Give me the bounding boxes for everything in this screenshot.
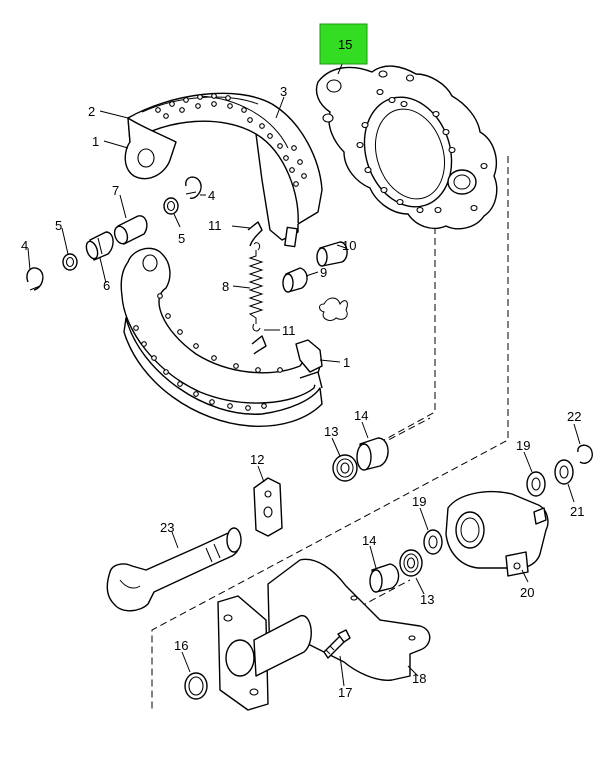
washer-part-19-right[interactable] xyxy=(526,471,546,497)
seal-ring[interactable] xyxy=(319,297,348,321)
callout-22[interactable]: 22 xyxy=(567,409,581,424)
callout-1-top[interactable]: 1 xyxy=(92,134,99,149)
callout-17[interactable]: 17 xyxy=(338,685,352,700)
spring-clip-part-11-top[interactable] xyxy=(247,221,263,247)
callout-19-mid[interactable]: 19 xyxy=(412,494,426,509)
callout-15[interactable]: 15 xyxy=(338,37,352,52)
lining-rivets-lower xyxy=(133,293,283,411)
slack-adjuster-part-20[interactable] xyxy=(445,491,549,577)
brake-shoe-lower[interactable] xyxy=(120,247,323,427)
plate-part-12[interactable] xyxy=(253,477,283,537)
washer-part-21[interactable] xyxy=(554,459,574,485)
callout-6[interactable]: 6 xyxy=(103,278,110,293)
callout-labels: 15 2 3 1 7 4 5 5 4 6 11 10 8 9 11 1 14 1… xyxy=(21,37,584,700)
bushing-part-10[interactable] xyxy=(316,241,348,267)
callout-13-bottom[interactable]: 13 xyxy=(420,592,434,607)
leader-lines xyxy=(27,56,581,687)
seal-part-14-lower[interactable] xyxy=(369,563,400,593)
spring-clip-part-11-bottom[interactable] xyxy=(251,335,267,355)
callout-14-bottom[interactable]: 14 xyxy=(362,533,376,548)
return-spring-part-8[interactable] xyxy=(248,242,264,332)
callout-11-bottom[interactable]: 11 xyxy=(282,323,296,338)
brake-shoe-upper[interactable] xyxy=(124,92,323,248)
callout-5-left[interactable]: 5 xyxy=(55,218,62,233)
callout-21[interactable]: 21 xyxy=(570,504,584,519)
callout-20[interactable]: 20 xyxy=(520,585,534,600)
callout-14-top[interactable]: 14 xyxy=(354,408,368,423)
callout-11-top[interactable]: 11 xyxy=(208,218,222,233)
callout-4-mid[interactable]: 4 xyxy=(208,188,215,203)
camshaft-part-23[interactable] xyxy=(106,527,242,612)
clip-part-22[interactable] xyxy=(577,444,594,464)
callout-13-top[interactable]: 13 xyxy=(324,424,338,439)
callout-4-left[interactable]: 4 xyxy=(21,238,28,253)
callout-12[interactable]: 12 xyxy=(250,452,264,467)
callout-23[interactable]: 23 xyxy=(160,520,174,535)
anchor-pin-part-6[interactable] xyxy=(84,231,114,261)
clip-part-4-left[interactable] xyxy=(26,267,44,291)
washer-part-5-left[interactable] xyxy=(62,253,78,271)
callout-9[interactable]: 9 xyxy=(320,265,327,280)
highlight-box-15 xyxy=(319,23,368,65)
washer-part-19-mid[interactable] xyxy=(423,529,443,555)
snap-ring-part-16[interactable] xyxy=(184,672,208,700)
callout-5-mid[interactable]: 5 xyxy=(178,231,185,246)
bearing-part-13-upper[interactable] xyxy=(332,454,358,482)
callout-16[interactable]: 16 xyxy=(174,638,188,653)
bolt-part-17[interactable] xyxy=(323,629,351,659)
roller-part-7[interactable] xyxy=(112,215,148,246)
bearing-part-13-lower[interactable] xyxy=(399,549,423,577)
callout-18[interactable]: 18 xyxy=(412,671,426,686)
callout-1-bottom[interactable]: 1 xyxy=(343,355,350,370)
bushing-part-9[interactable] xyxy=(282,267,308,293)
callout-3[interactable]: 3 xyxy=(280,84,287,99)
callout-8[interactable]: 8 xyxy=(222,279,229,294)
lining-rivets-upper xyxy=(155,93,307,187)
washer-part-5-mid[interactable] xyxy=(163,197,179,215)
callout-2[interactable]: 2 xyxy=(88,104,95,119)
clip-part-4-mid[interactable] xyxy=(185,176,202,199)
bracket-part-18[interactable] xyxy=(217,558,431,711)
callout-19-right[interactable]: 19 xyxy=(516,438,530,453)
spider-part-15[interactable] xyxy=(315,65,498,230)
callout-7[interactable]: 7 xyxy=(112,183,119,198)
callout-10[interactable]: 10 xyxy=(342,238,356,253)
seal-part-14-upper[interactable] xyxy=(356,437,389,471)
